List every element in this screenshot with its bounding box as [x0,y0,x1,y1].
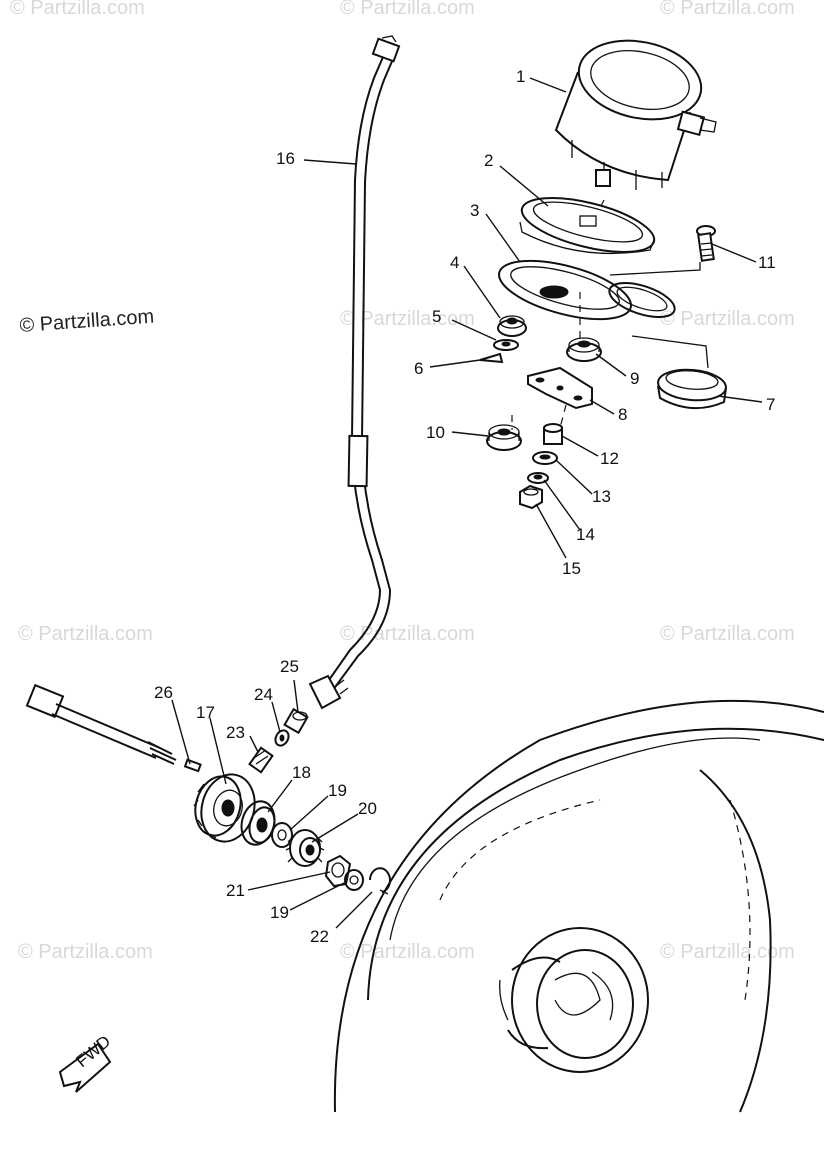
callout-4: 4 [450,253,459,272]
bracket-ring-part [498,259,676,321]
wheel-part [333,699,824,1113]
clip-part-22 [369,867,391,895]
axle-part [25,683,177,765]
watermark: © Partzilla.com [660,941,795,963]
callout-3: 3 [470,201,479,220]
callout-22: 22 [310,927,329,946]
watermark: © Partzilla.com [340,623,475,645]
watermark-main: © Partzilla.com [19,306,155,337]
watermark: © Partzilla.com [660,0,795,19]
washer-part-14 [527,472,549,484]
callout-1: 1 [516,67,525,86]
grommet-part-10 [486,424,522,451]
bushing-part-25 [283,707,309,735]
callout-19: 19 [328,781,347,800]
washer-part-13 [532,451,558,465]
watermarks: © Partzilla.com © Partzilla.com © Partzi… [10,0,795,963]
speedometer-part [554,39,717,190]
fwd-arrow: FWD [58,1032,114,1093]
washer-part-24 [274,729,290,747]
callout-11: 11 [758,253,776,272]
callout-6: 6 [414,359,423,378]
callout-14: 14 [576,525,595,544]
callout-13: 13 [592,487,611,506]
callout-23: 23 [226,723,245,742]
grommet-part-4 [497,315,527,337]
drive-gear-part-20 [285,829,325,867]
watermark: © Partzilla.com [340,941,475,963]
callout-5: 5 [432,307,441,326]
assembly-lines [511,199,709,430]
watermark: © Partzilla.com [18,623,153,645]
leader-lines [171,77,763,929]
watermark: © Partzilla.com [660,308,795,330]
fwd-label: FWD [72,1032,114,1071]
collar-part-12 [543,423,563,445]
callout-2: 2 [484,151,493,170]
retainer-part-21 [324,854,352,888]
gear-housing-part-17 [193,773,256,843]
cap-part-7 [657,368,727,410]
key-part-26 [183,758,202,773]
callout-10: 10 [426,423,445,442]
pin-part-6 [479,352,504,364]
callout-26: 26 [154,683,173,702]
watermark: © Partzilla.com [340,308,475,330]
callout-25: 25 [280,657,299,676]
callout-19-lower: 19 [270,903,289,922]
callout-7: 7 [766,395,775,414]
callout-21: 21 [226,881,245,900]
callout-9: 9 [630,369,639,388]
bolt-part [696,225,716,262]
gear-part-23 [248,746,274,774]
callout-12: 12 [600,449,619,468]
gasket-part [519,197,656,255]
callout-20: 20 [358,799,377,818]
callout-18: 18 [292,763,311,782]
nut-part-15 [519,484,543,510]
callout-17: 17 [196,703,215,722]
washer-part-19-lower [344,869,364,891]
watermark: © Partzilla.com [340,0,475,19]
watermark: © Partzilla.com [10,0,145,19]
speedometer-cable-part [308,35,401,710]
grommet-part-9 [566,337,602,362]
watermark: © Partzilla.com [660,623,795,645]
plate-part-8 [527,366,593,410]
callout-15: 15 [562,559,581,578]
washer-part-5 [493,339,519,351]
washer-part-19 [271,822,293,848]
callouts: 1 2 3 4 5 6 7 8 9 10 11 12 13 14 15 16 1… [154,67,776,946]
callout-8: 8 [618,405,627,424]
callout-16: 16 [276,149,295,168]
callout-24: 24 [254,685,273,704]
watermark: © Partzilla.com [18,941,153,963]
